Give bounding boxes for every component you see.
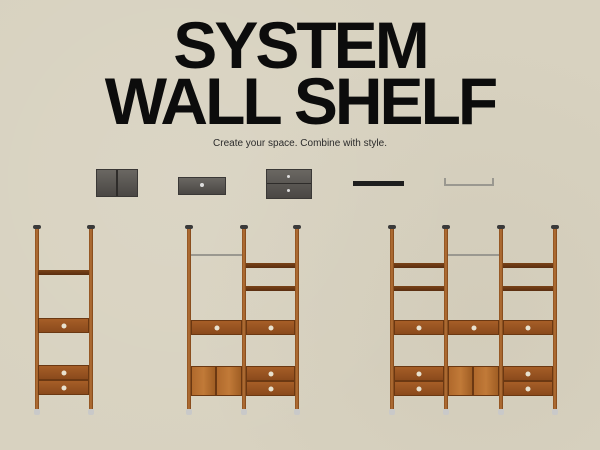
drawer-icon[interactable] <box>178 177 226 195</box>
tagline: Create your space. Combine with style. <box>213 138 387 149</box>
title-line-2: WALL SHELF <box>104 64 498 138</box>
rail-icon[interactable] <box>444 178 494 186</box>
cabinet-icon[interactable] <box>96 169 138 197</box>
title-line-1: SYSTEM <box>173 8 429 82</box>
shelf-dark-icon[interactable] <box>353 181 404 186</box>
double-drawer-icon[interactable] <box>266 169 312 199</box>
